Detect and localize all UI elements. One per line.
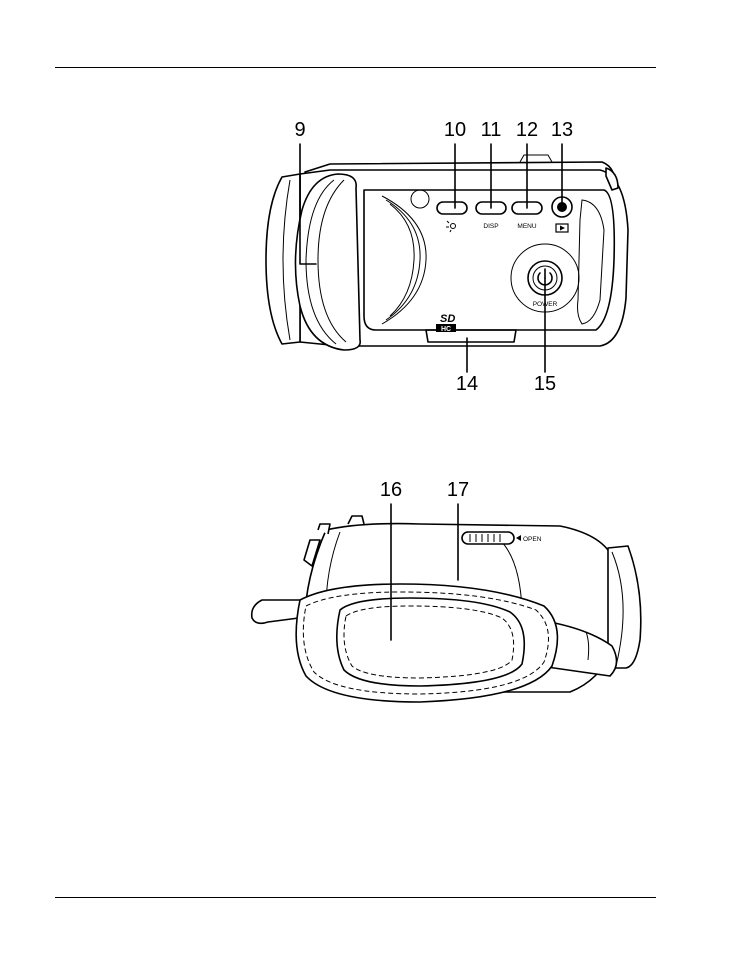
open-label: OPEN: [523, 536, 542, 543]
menu-label: MENU: [517, 223, 536, 230]
callout-11: 11: [481, 119, 502, 141]
callout-16: 16: [380, 479, 402, 501]
camcorder-strap-diagram: OPEN 16 17: [0, 470, 736, 720]
footer-rule: [55, 897, 656, 898]
camcorder-side-diagram: DISP MENU POWER SD HC 9 10 11 12 13 14 1…: [0, 110, 736, 400]
light-button: [437, 202, 467, 214]
hc-logo-text: HC: [441, 326, 451, 333]
disp-label: DISP: [483, 223, 498, 230]
callout-13: 13: [551, 119, 573, 141]
callout-12: 12: [516, 119, 538, 141]
sd-logo-text: SD: [440, 313, 455, 325]
callout-10: 10: [444, 119, 466, 141]
callout-14: 14: [456, 373, 478, 395]
header-rule: [55, 67, 656, 68]
callout-9: 9: [294, 119, 305, 141]
callout-17: 17: [447, 479, 469, 501]
callout-15: 15: [534, 373, 556, 395]
